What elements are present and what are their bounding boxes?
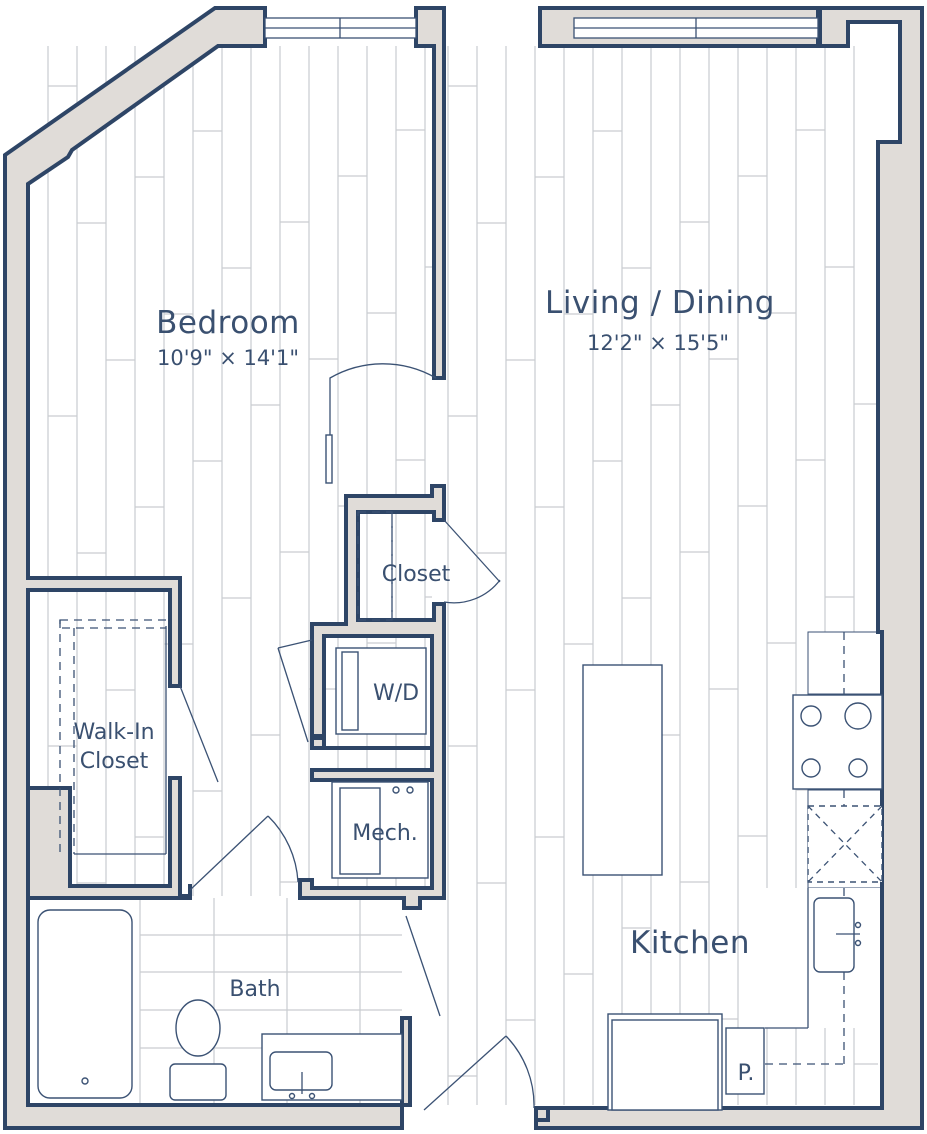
mech-label: Mech. <box>352 821 418 846</box>
kitchen-wall-stub <box>534 1106 550 1122</box>
walkin-closet-walls <box>26 776 192 900</box>
living-dining-dims: 12'2" × 15'5" <box>587 331 729 355</box>
closet-label: Closet <box>382 562 451 587</box>
bath-pocket-door <box>405 915 441 1017</box>
bedroom-dims: 10'9" × 14'1" <box>157 346 299 370</box>
walkin-closet-label-line1: Walk-In <box>73 720 154 745</box>
walkin-door <box>179 685 219 783</box>
entry-door <box>423 1035 507 1111</box>
wd-door <box>277 647 309 743</box>
room-labels: Bedroom 10'9" × 14'1" Living / Dining 12… <box>73 285 774 1086</box>
walkin-closet-label-line2: Closet <box>80 749 149 774</box>
bedroom-door-swing <box>329 363 437 480</box>
bedroom-label: Bedroom <box>156 305 300 341</box>
kitchen-island <box>582 664 663 876</box>
outer-wall-east <box>534 6 924 1130</box>
wd-label: W/D <box>373 681 419 706</box>
windows <box>264 17 819 39</box>
kitchen-sink <box>813 897 855 973</box>
interior-partition <box>414 6 446 380</box>
doors <box>179 363 535 1111</box>
bath-label: Bath <box>229 977 280 1002</box>
closet-door-swing <box>443 579 501 604</box>
pantry <box>725 1027 765 1095</box>
bath-door <box>189 815 269 891</box>
bathtub <box>37 909 133 1099</box>
pantry-label: P. <box>738 1061 755 1086</box>
core-walls <box>298 484 446 910</box>
fixtures <box>37 511 883 1111</box>
floor-planks <box>47 46 878 1105</box>
toilet <box>175 999 221 1057</box>
living-dining-label: Living / Dining <box>545 285 775 321</box>
kitchen-label: Kitchen <box>630 925 750 961</box>
